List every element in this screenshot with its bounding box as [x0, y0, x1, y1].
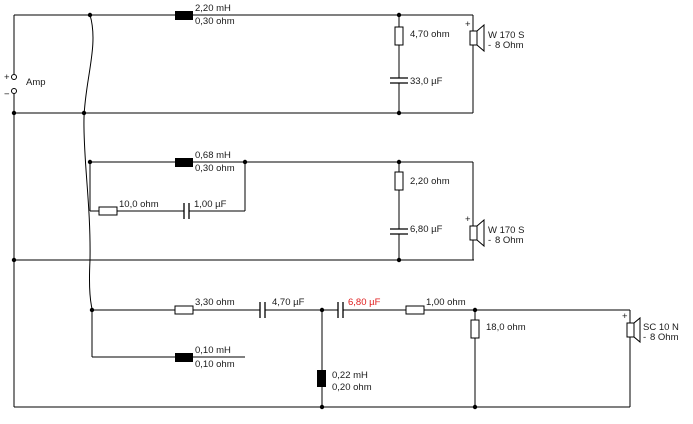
speaker-2-magnet [469, 225, 478, 241]
resistor-series-value: 1,00 ohm [426, 297, 466, 308]
speaker-3-impedance: 8 Ohm [650, 332, 679, 343]
inductor-3b-inductance: 0,22 mH [332, 370, 368, 381]
junction-dot [396, 257, 402, 263]
speaker-2-impedance: 8 Ohm [495, 235, 524, 246]
speaker-3-cone [633, 316, 641, 344]
junction-dot [396, 159, 402, 165]
speaker-1-model: W 170 S [488, 30, 524, 41]
capacitor-3a-value: 4,70 µF [272, 297, 305, 308]
junction-dot [472, 404, 478, 410]
speaker-1-magnet [469, 30, 478, 46]
junction-dot [87, 12, 93, 18]
inductor-0-68mh [175, 158, 193, 167]
junction-dot [472, 307, 478, 313]
inductor-1-inductance: 2,20 mH [195, 3, 231, 14]
inductor-0-22mh [317, 370, 326, 387]
inductor-2-resistance: 0,30 ohm [195, 163, 235, 174]
speaker-2-plus: + [465, 214, 471, 225]
junction-dot [87, 159, 93, 165]
branch-1: 2,20 mH 0,30 ohm 4,70 ohm 33,0 µF + W 17… [90, 3, 524, 113]
inductor-3a-inductance: 0,10 mH [195, 345, 231, 356]
speaker-3-impedance-dash: - [643, 332, 646, 343]
branch-3: 3,30 ohm 4,70 µF 6,80 µF 1,00 ohm 0,10 m… [91, 297, 679, 407]
junction-dot [11, 257, 17, 263]
inductor-3a-resistance: 0,10 ohm [195, 359, 235, 370]
inductor-3b-resistance: 0,20 ohm [332, 382, 372, 393]
series-resistor-value: 10,0 ohm [119, 199, 159, 210]
junction-dot [11, 110, 17, 116]
speaker-1-plus: + [465, 19, 471, 30]
capacitor-1-value: 33,0 µF [410, 76, 443, 87]
inductor-2-inductance: 0,68 mH [195, 150, 231, 161]
capacitor-3b-value-highlighted: 6,80 µF [348, 297, 381, 308]
speaker-3-plus: + [622, 311, 628, 322]
inductor-2-20mh [175, 11, 193, 20]
speaker-1-impedance-dash: - [488, 40, 491, 51]
resistor-1-00ohm [405, 305, 425, 315]
branch-2: 0,68 mH 0,30 ohm 10,0 ohm 1,00 µF 2,20 o… [89, 150, 524, 260]
amp-terminals: + − Amp [4, 72, 46, 100]
resistor-10-0ohm [98, 206, 118, 216]
resistor-2-20ohm [394, 171, 404, 191]
resistor-4-70ohm [394, 26, 404, 46]
junction-dot [81, 110, 87, 116]
speaker-2-impedance-dash: - [488, 235, 491, 246]
amp-minus-sign: − [4, 89, 10, 100]
series-capacitor-value: 1,00 µF [194, 199, 227, 210]
junction-dot [319, 307, 325, 313]
amp-minus-terminal [11, 88, 17, 94]
junction-dots [11, 12, 478, 410]
amp-label: Amp [26, 77, 46, 88]
resistor-in-value: 3,30 ohm [195, 297, 235, 308]
junction-dot [396, 110, 402, 116]
junction-dot [89, 307, 95, 313]
speaker-2-cone [476, 218, 485, 248]
speaker-1-impedance: 8 Ohm [495, 40, 524, 51]
speaker-3-model: SC 10 N [643, 322, 679, 333]
inductor-0-10mh [175, 353, 193, 362]
resistor-1-value: 4,70 ohm [410, 29, 450, 40]
junction-dot [319, 404, 325, 410]
resistor-18-0ohm [470, 319, 480, 339]
resistor-2-value: 2,20 ohm [410, 176, 450, 187]
resistor-shunt-value: 18,0 ohm [486, 322, 526, 333]
speaker-3-magnet [626, 322, 635, 338]
amp-plus-terminal [11, 74, 17, 80]
junction-dot [242, 159, 248, 165]
resistor-3-30ohm [174, 305, 194, 315]
junction-dot [396, 12, 402, 18]
inductor-1-resistance: 0,30 ohm [195, 16, 235, 27]
capacitor-2-value: 6,80 µF [410, 224, 443, 235]
speaker-1-cone [476, 23, 485, 53]
speaker-2-model: W 170 S [488, 225, 524, 236]
amp-plus-sign: + [4, 72, 10, 83]
